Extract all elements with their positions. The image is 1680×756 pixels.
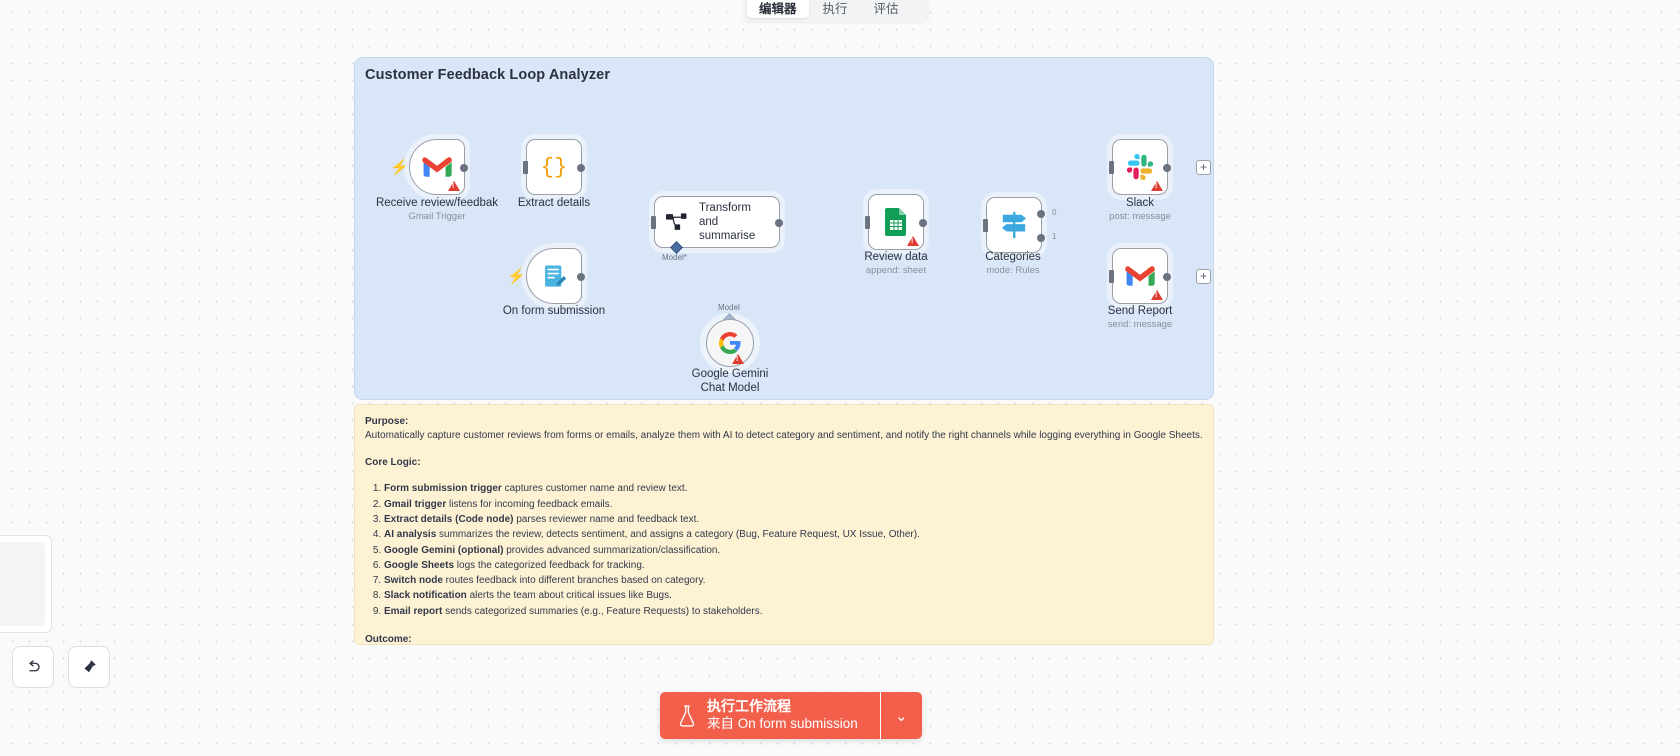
node-categories[interactable] [983,197,1045,253]
node-sublabel: mode: Rules [986,265,1040,276]
node-sublabel: send: message [1107,319,1173,330]
node-sublabel: append: sheet [865,265,927,276]
model-connection-label: Model [718,303,740,312]
core-logic-item: AI analysis summarizes the review, detec… [384,528,1203,542]
node-label: Google Gemini Chat Model [691,368,769,394]
execute-workflow-main[interactable]: 执行工作流程 来自 On form submission [660,692,880,739]
execute-line1: 执行工作流程 [707,698,791,715]
output-port[interactable] [1163,273,1171,281]
core-logic-item: Google Sheets logs the categorized feedb… [384,559,1203,573]
gmail-icon [422,157,452,177]
ai-chain-icon [666,213,687,230]
add-node-button[interactable]: + [1196,269,1211,284]
warning-icon [732,354,744,364]
core-logic-heading: Core Logic: [365,456,421,468]
purpose-heading: Purpose: [365,416,409,427]
chevron-down-icon[interactable]: ⌄ [880,692,922,739]
tab-evaluations[interactable]: 评估 [873,1,899,16]
node-review-data[interactable] [865,194,927,250]
node-receive-review-feedbak[interactable] [409,139,468,195]
switch-icon [1001,211,1027,239]
slack-icon [1126,153,1154,181]
input-port[interactable] [651,216,656,229]
output-port[interactable] [1163,164,1171,172]
input-port[interactable] [865,216,870,229]
input-port[interactable] [523,161,528,174]
output-port[interactable] [577,273,585,281]
code-braces-icon: {} [540,154,568,180]
branch-index-1: 1 [1052,232,1057,241]
core-logic-item: Slack notification alerts the team about… [384,589,1203,603]
node-label: Transform and summarise [699,201,756,242]
node-on-form-submission[interactable] [526,248,585,304]
node-transform-and-summarise[interactable]: Transform and summarise [651,196,783,254]
warning-icon [1151,290,1163,300]
tab-editor[interactable]: 编辑器 [747,0,809,18]
warning-icon [448,181,460,191]
node-label: Extract details [517,197,591,209]
add-node-button[interactable]: + [1196,160,1211,175]
output-port[interactable] [460,164,468,172]
node-sublabel: Gmail Trigger [408,211,466,222]
undo-button[interactable] [12,646,54,688]
undo-icon [29,660,40,672]
warning-icon [907,236,919,246]
core-logic-item: Extract details (Code node) parses revie… [384,513,1203,527]
minimap-viewport [0,542,45,626]
google-g-icon [718,332,741,354]
input-port[interactable] [1109,270,1114,283]
trigger-bolt-icon: ⚡ [390,159,409,176]
warning-icon [1151,181,1163,191]
tidy-up-button[interactable] [68,646,110,688]
outcome-heading: Outcome: [365,634,412,645]
core-logic-item: Gmail trigger listens for incoming feedb… [384,498,1203,512]
description-sticky-note[interactable]: Purpose: Automatically capture customer … [354,404,1214,645]
core-logic-list: Form submission trigger captures custome… [384,482,1203,618]
core-logic-item: Google Gemini (optional) provides advanc… [384,544,1203,558]
node-label: On form submission [502,305,606,317]
model-port-label: Model* [662,253,687,262]
node-extract-details[interactable]: {} [523,139,585,195]
execute-workflow-button[interactable]: 执行工作流程 来自 On form submission ⌄ [660,692,922,739]
trigger-bolt-icon: ⚡ [507,268,526,285]
core-logic-item: Form submission trigger captures custome… [384,482,1203,496]
output-port-1[interactable] [1037,234,1045,242]
output-port[interactable] [577,164,585,172]
group-title: Customer Feedback Loop Analyzer [365,67,611,83]
input-port[interactable] [1109,161,1114,174]
gmail-icon [1125,266,1155,286]
output-port-0[interactable] [1037,210,1045,218]
node-send-report[interactable] [1109,248,1171,304]
purpose-text: Automatically capture customer reviews f… [365,429,1203,441]
node-label: Send Report [1107,305,1173,317]
minimap-panel[interactable] [0,535,52,633]
node-label: Receive review/feedbak [375,197,499,209]
tab-executions[interactable]: 执行 [822,1,848,16]
node-label: Slack [1125,197,1155,209]
node-label: Review data [864,251,928,263]
output-port[interactable] [919,219,927,227]
flask-icon [679,704,695,727]
execute-line2: 来自 On form submission [707,715,858,731]
node-sublabel: post: message [1109,211,1171,222]
broom-icon [84,660,96,673]
node-label: Categories [985,251,1041,263]
editor-tabs: 编辑器 执行 评估 [743,0,929,22]
node-google-gemini-chat-model[interactable] [706,319,754,367]
branch-index-0: 0 [1052,208,1057,217]
core-logic-item: Switch node routes feedback into differe… [384,574,1203,588]
google-sheets-icon [885,208,906,236]
workflow-group-note[interactable]: Customer Feedback Loop Analyzer [354,57,1214,400]
node-slack[interactable] [1109,139,1171,195]
input-port[interactable] [983,219,988,232]
cta-divider [879,692,881,739]
core-logic-item: Email report sends categorized summaries… [384,605,1203,619]
form-icon [545,265,567,287]
output-port[interactable] [775,219,783,227]
